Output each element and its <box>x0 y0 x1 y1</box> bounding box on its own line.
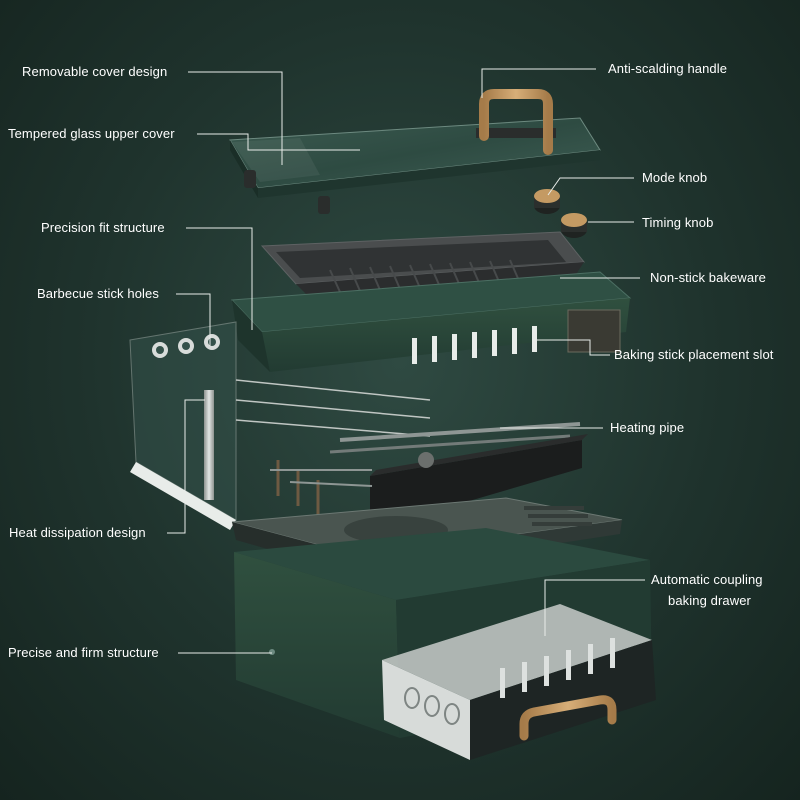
baking-drawer-part <box>382 604 656 760</box>
leader-anti-scalding <box>481 68 596 98</box>
label-timing-knob: Timing knob <box>642 215 714 230</box>
label-removable-cover: Removable cover design <box>22 64 168 79</box>
timing-knob-part <box>561 213 587 238</box>
side-skewer-frame <box>129 321 431 530</box>
leader-precision-fit <box>186 227 253 330</box>
label-heat-dissipation: Heat dissipation design <box>9 525 146 540</box>
leader-heat-dissipation <box>167 399 205 534</box>
label-anti-scalding: Anti-scalding handle <box>608 61 728 76</box>
upper-housing <box>230 271 632 372</box>
leader-tempered-glass <box>197 133 360 151</box>
label-tempered-glass: Tempered glass upper cover <box>8 126 175 141</box>
label-non-stick: Non-stick bakeware <box>650 270 766 285</box>
label-precision-fit: Precision fit structure <box>41 220 165 235</box>
leader-mode-knob <box>547 177 634 196</box>
mode-knob-part <box>534 189 560 214</box>
label-heating-pipe: Heating pipe <box>610 420 685 435</box>
leader-removable-cover <box>188 71 283 165</box>
leader-lines <box>167 68 645 654</box>
label-drawer-line1: Automatic coupling <box>651 572 763 587</box>
label-barbecue-holes: Barbecue stick holes <box>37 286 159 301</box>
leader-drawer <box>544 579 645 636</box>
leader-barbecue-holes <box>176 293 211 346</box>
anti-scalding-handle-part <box>476 89 556 155</box>
label-stick-slot: Baking stick placement slot <box>614 347 774 362</box>
label-precise-firm: Precise and firm structure <box>8 645 159 660</box>
label-drawer-line2: baking drawer <box>668 593 751 608</box>
leader-stick-slot <box>533 339 610 356</box>
label-mode-knob: Mode knob <box>642 170 708 185</box>
